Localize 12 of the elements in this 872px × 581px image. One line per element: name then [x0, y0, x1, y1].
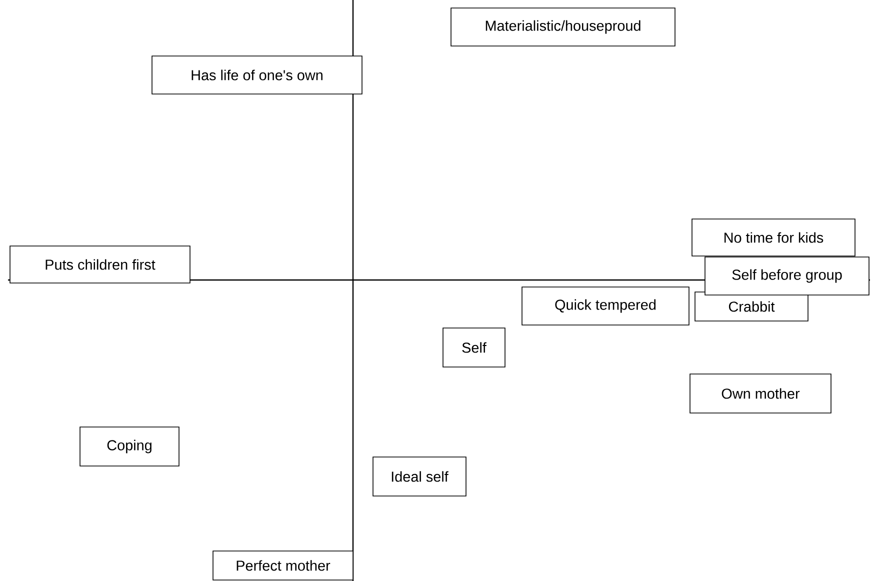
label-box: Materialistic/houseproud [450, 8, 676, 46]
label-box: Coping [80, 426, 180, 466]
label-box: No time for kids [692, 218, 856, 256]
label-box: Has life of one's own [152, 56, 362, 94]
label-box: Puts children first [10, 246, 190, 284]
label-box: Perfect mother [212, 550, 354, 580]
label-box: Self before group [704, 256, 870, 296]
label-box: Self [442, 328, 506, 368]
label-box: Quick tempered [522, 286, 690, 326]
node-label: Perfect mother [236, 560, 330, 571]
label-box: Own mother [690, 374, 832, 414]
label-box: Ideal self [372, 456, 466, 496]
